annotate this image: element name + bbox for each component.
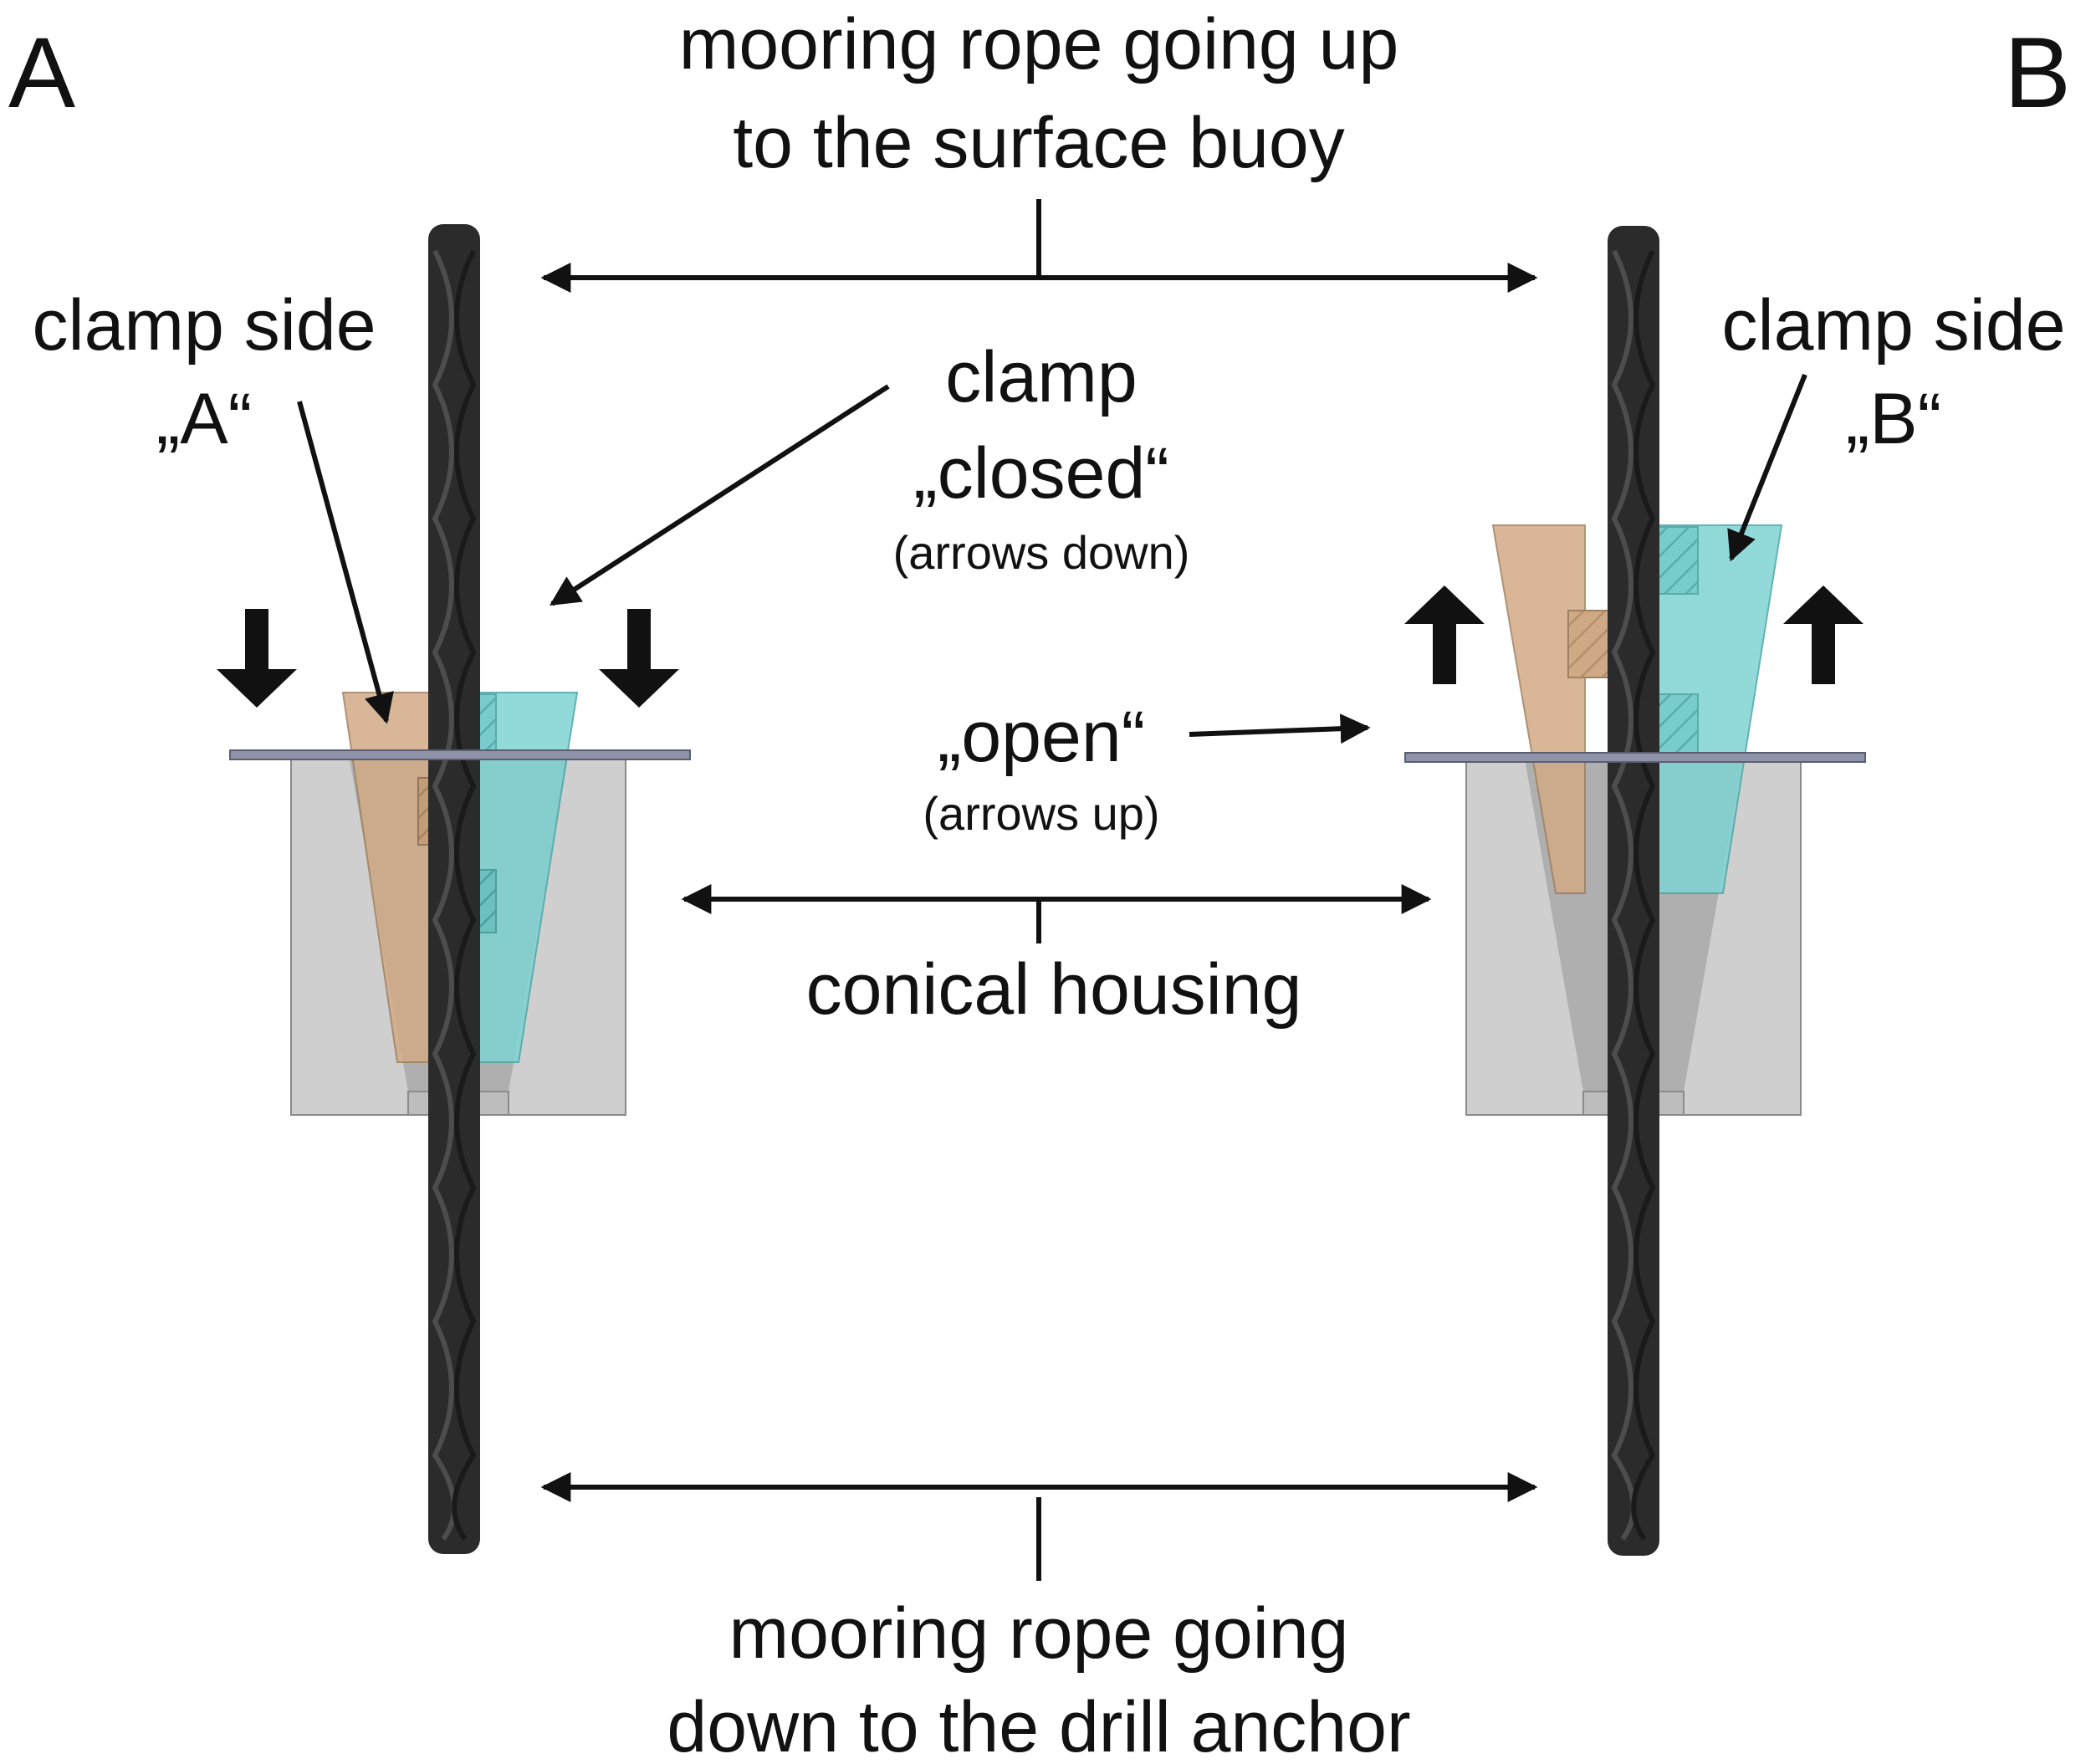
panel-label-a: A <box>8 17 75 129</box>
plate-b <box>1404 752 1866 763</box>
conical-housing-label: conical housing <box>806 949 1302 1030</box>
clamp-closed-pointer <box>549 384 890 606</box>
panel-b <box>1404 226 1866 1556</box>
arrows-up-label: (arrows up) <box>923 787 1159 840</box>
clamp-side-b-pointer <box>1727 373 1807 562</box>
arrows-down-label: (arrows down) <box>893 526 1190 579</box>
rope-up-label-line1: mooring rope going up <box>679 4 1399 84</box>
clamp-side-b-label-line1: clamp side <box>1721 285 2065 366</box>
rope-b <box>1608 226 1659 1556</box>
arrow-down-icon <box>599 609 679 708</box>
closed-label: „closed“ <box>913 433 1169 514</box>
clamp-side-a-pointer <box>297 401 394 724</box>
panel-label-b: B <box>2004 17 2071 129</box>
clamp-side-a-label-line2: „A“ <box>156 379 253 459</box>
rope-a <box>428 224 480 1554</box>
clamp-side-a-label-line1: clamp side <box>32 285 376 366</box>
clamp-label: clamp <box>945 337 1137 417</box>
rope-down-label-line2: down to the drill anchor <box>667 1687 1410 1764</box>
rope-down-label-line1: mooring rope going <box>729 1593 1348 1674</box>
arrow-up-icon <box>1404 585 1485 684</box>
arrow-down-icon <box>217 609 297 708</box>
arrow-up-icon <box>1783 585 1863 684</box>
panel-a <box>217 224 691 1554</box>
rope-up-label-line2: to the surface buoy <box>733 103 1344 183</box>
open-pointer <box>1189 713 1371 744</box>
open-label: „open“ <box>938 697 1146 777</box>
plate-a <box>229 749 691 760</box>
leader-lines <box>297 199 1807 1581</box>
clamp-side-b-label-line2: „B“ <box>1846 379 1942 459</box>
